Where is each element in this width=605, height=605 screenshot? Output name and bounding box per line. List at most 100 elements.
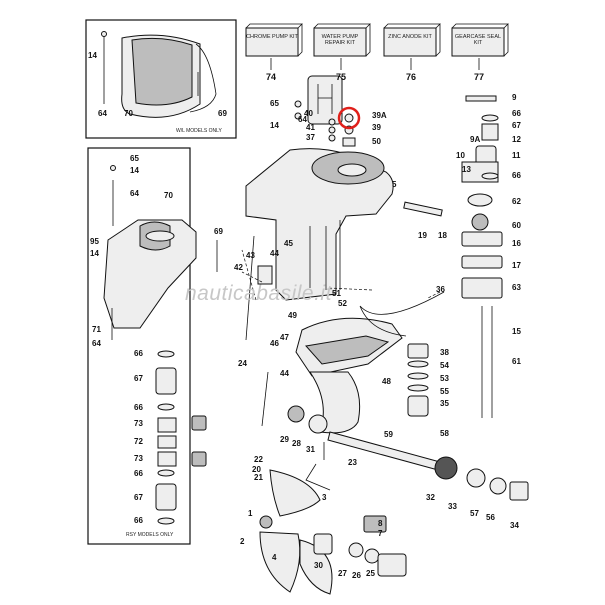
callout-19: 19	[418, 231, 427, 240]
callout-63: 63	[512, 283, 521, 292]
callout-66: 66	[512, 109, 521, 118]
callout-48: 48	[382, 377, 391, 386]
kit-box-75	[313, 23, 371, 57]
callout-29: 29	[280, 435, 289, 444]
callout-65: 65	[130, 154, 139, 163]
callout-28: 28	[292, 439, 301, 448]
callout-2: 2	[240, 537, 245, 546]
left-column-parts	[155, 350, 207, 525]
callout-69: 69	[214, 227, 223, 236]
callout-41: 41	[306, 123, 315, 132]
callout-67: 67	[512, 121, 521, 130]
bottom-inset-housing	[103, 165, 218, 340]
callout-66: 66	[134, 516, 143, 525]
callout-60: 60	[512, 221, 521, 230]
callout-66: 66	[512, 171, 521, 180]
callout-24: 24	[238, 359, 247, 368]
callout-13: 13	[462, 165, 471, 174]
callout-25: 25	[366, 569, 375, 578]
watermark: nauticabasile.it	[185, 282, 332, 305]
callout-53: 53	[440, 374, 449, 383]
top-inset-caption: W/L MODELS ONLY	[176, 128, 222, 134]
callout-58: 58	[440, 429, 449, 438]
callout-62: 62	[512, 197, 521, 206]
callout-5: 5	[392, 180, 397, 189]
callout-64: 64	[130, 189, 139, 198]
callout-55: 55	[440, 387, 449, 396]
callout-66: 66	[134, 349, 143, 358]
callout-70: 70	[164, 191, 173, 200]
callout-64: 64	[298, 115, 307, 124]
callout-34: 34	[510, 521, 519, 530]
center-link-parts	[241, 201, 443, 427]
callout-64: 64	[92, 339, 101, 348]
callout-43: 43	[246, 251, 255, 260]
bottom-inset-caption: RSY MODELS ONLY	[126, 532, 174, 538]
callout-69: 69	[218, 109, 227, 118]
callout-37: 37	[306, 133, 315, 142]
callout-44: 44	[270, 249, 279, 258]
callout-46: 46	[270, 339, 279, 348]
gearcase	[295, 291, 445, 434]
callout-56: 56	[486, 513, 495, 522]
callout-35: 35	[440, 399, 449, 408]
callout-11: 11	[512, 151, 521, 160]
callout-39A: 39A	[372, 111, 387, 120]
kit-label-75: WATER PUMP REPAIR KIT	[321, 34, 359, 46]
callout-14: 14	[130, 166, 139, 175]
callout-32: 32	[426, 493, 435, 502]
callout-67: 67	[134, 374, 143, 383]
callout-14: 14	[90, 249, 99, 258]
kit-box-76	[383, 23, 441, 57]
callout-66: 66	[134, 403, 143, 412]
callout-51: 51	[332, 289, 341, 298]
top-inset-frame	[85, 19, 237, 139]
callout-95: 95	[90, 237, 99, 246]
callout-73: 73	[134, 419, 143, 428]
callout-18: 18	[438, 231, 447, 240]
right-column-parts	[461, 95, 503, 418]
callout-21: 21	[254, 473, 263, 482]
propeller	[259, 469, 333, 595]
callout-73: 73	[134, 454, 143, 463]
callout-10: 10	[456, 151, 465, 160]
bottom-inset-frame	[87, 147, 191, 545]
callout-1: 1	[248, 509, 253, 518]
kit-box-74	[245, 23, 303, 57]
kit-label-76: ZINC ANODE KIT	[388, 34, 432, 40]
callout-59: 59	[384, 430, 393, 439]
callout-61: 61	[512, 357, 521, 366]
callout-14: 14	[270, 121, 279, 130]
callout-20: 20	[252, 465, 261, 474]
bottom-parts	[313, 515, 407, 577]
callout-26: 26	[352, 571, 361, 580]
callout-52: 52	[338, 299, 347, 308]
callout-15: 15	[512, 327, 521, 336]
callout-22: 22	[254, 455, 263, 464]
highlight-ring-39A	[337, 106, 361, 130]
callout-3: 3	[322, 493, 327, 502]
driveshaft-housing	[245, 148, 394, 301]
callout-16: 16	[512, 239, 521, 248]
callout-7: 7	[378, 529, 383, 538]
callout-42: 42	[234, 263, 243, 272]
kit-number-77: 77	[473, 72, 484, 82]
kit-number-74: 74	[265, 72, 276, 82]
callout-40: 40	[304, 109, 313, 118]
callout-9: 9	[512, 93, 517, 102]
callout-49: 49	[288, 311, 297, 320]
callout-30: 30	[314, 561, 323, 570]
callout-8: 8	[378, 519, 383, 528]
callout-50: 50	[372, 137, 381, 146]
kit-number-76: 76	[405, 72, 416, 82]
callout-23: 23	[348, 458, 357, 467]
callout-72: 72	[134, 437, 143, 446]
water-pump-parts	[294, 75, 356, 147]
callout-38: 38	[440, 348, 449, 357]
callout-4: 4	[272, 553, 277, 562]
callout-65: 65	[270, 99, 279, 108]
callout-45: 45	[284, 239, 293, 248]
callout-12: 12	[512, 135, 521, 144]
